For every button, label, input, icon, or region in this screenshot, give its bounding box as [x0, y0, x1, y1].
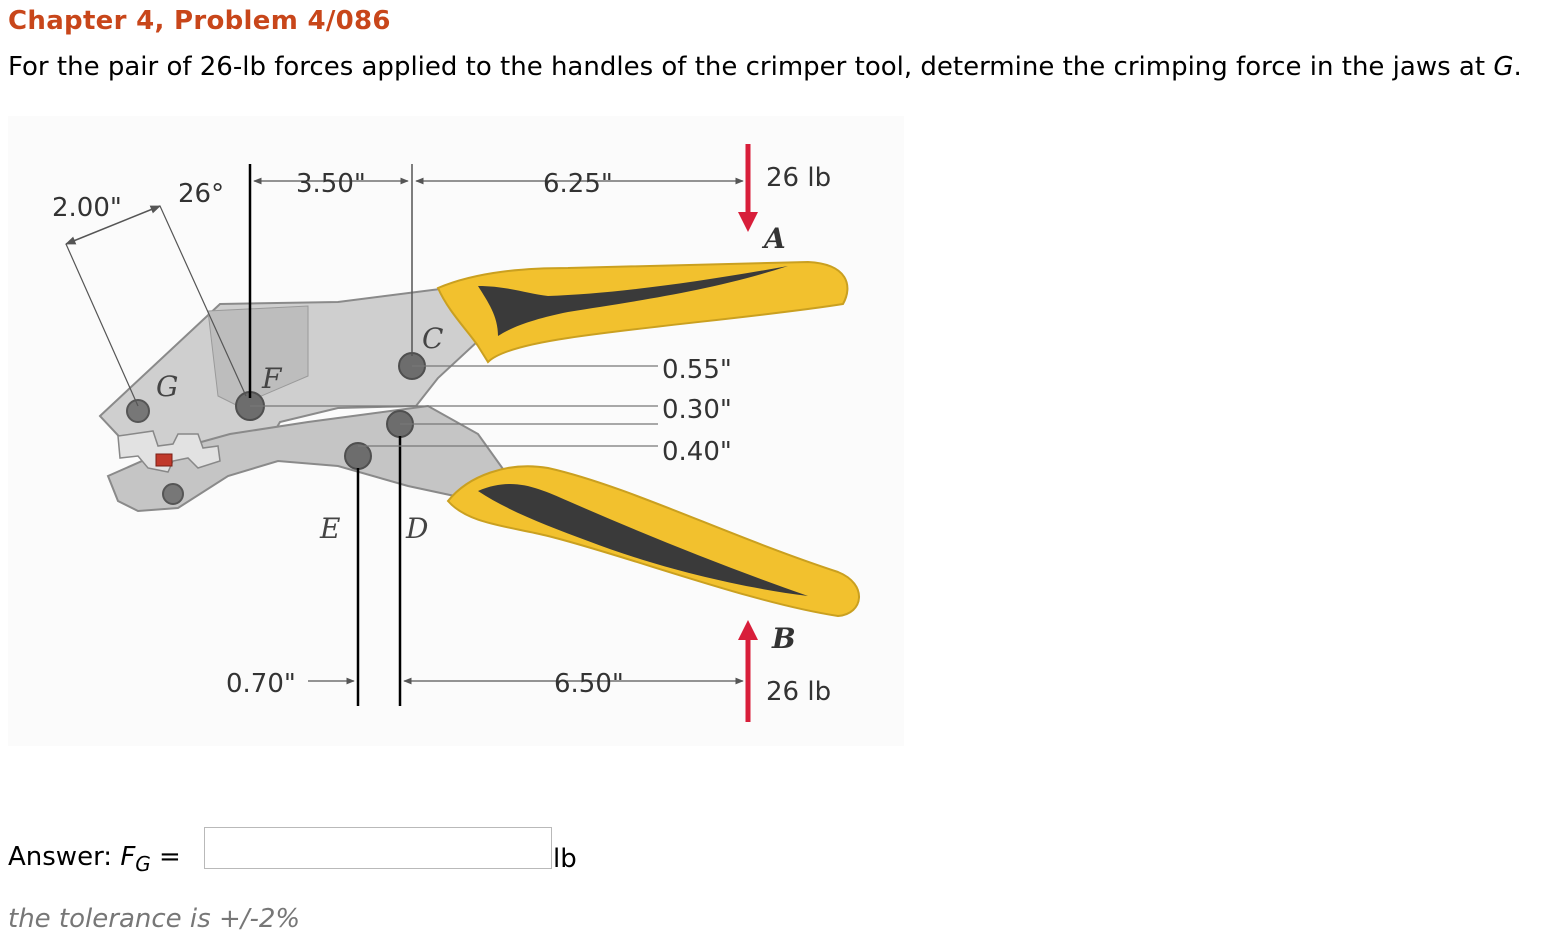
force-a-head [738, 212, 758, 232]
answer-input[interactable] [204, 827, 552, 869]
answer-subscript: G [135, 852, 151, 876]
point-label-f: F [261, 362, 283, 395]
label-350: 3.50" [296, 169, 366, 199]
label-angle-26: 26° [178, 179, 224, 209]
dim-2in-line [65, 205, 161, 245]
dim-2in-ext-a [65, 243, 139, 407]
label-2in: 2.00" [52, 193, 122, 223]
answer-symbol: F [120, 842, 136, 872]
label-force-bottom: 26 lb [766, 677, 831, 707]
label-625: 6.25" [543, 169, 613, 199]
bottom-handle-grip [478, 484, 808, 596]
pin-g [126, 399, 150, 423]
tolerance-note: the tolerance is +/-2% [8, 904, 301, 934]
label-040: 0.40" [662, 437, 732, 467]
statement-text: For the pair of 26-lb forces applied to … [8, 52, 1494, 82]
upper-frame-plate [207, 305, 309, 407]
point-label-e: E [319, 512, 340, 545]
force-b-head [738, 620, 758, 640]
answer-label: Answer: FG = [8, 842, 181, 876]
crimper-tool-figure: 2.00" 26° 3.50" 6.25" 26 lb 0.55" 0.30" … [8, 116, 904, 746]
dim-2in-ext-b [159, 205, 247, 397]
crimper-diagram: 2.00" 26° 3.50" 6.25" 26 lb 0.55" 0.30" … [52, 144, 860, 722]
problem-statement: For the pair of 26-lb forces applied to … [8, 52, 1522, 82]
top-handle-grip [478, 266, 788, 336]
problem-heading: Chapter 4, Problem 4/086 [8, 6, 391, 36]
top-handle [436, 260, 849, 364]
point-label-c: C [422, 322, 443, 355]
point-label-g: G [156, 370, 178, 403]
answer-prefix: Answer: [8, 842, 121, 872]
jaw-teeth [117, 430, 221, 473]
point-label-d: D [405, 512, 428, 545]
label-070: 0.70" [226, 669, 296, 699]
point-label-b: B [771, 622, 796, 655]
statement-point-g: G [1493, 52, 1514, 82]
label-650: 6.50" [554, 669, 624, 699]
label-055: 0.55" [662, 355, 732, 385]
label-force-top: 26 lb [766, 163, 831, 193]
label-030: 0.30" [662, 395, 732, 425]
answer-unit: lb [553, 844, 577, 874]
point-label-a: A [761, 222, 786, 255]
answer-equals: = [150, 842, 181, 872]
crimp-insert [155, 453, 173, 467]
pin-lower-jaw [162, 483, 184, 505]
statement-end: . [1513, 52, 1522, 82]
pin-e [344, 442, 372, 470]
